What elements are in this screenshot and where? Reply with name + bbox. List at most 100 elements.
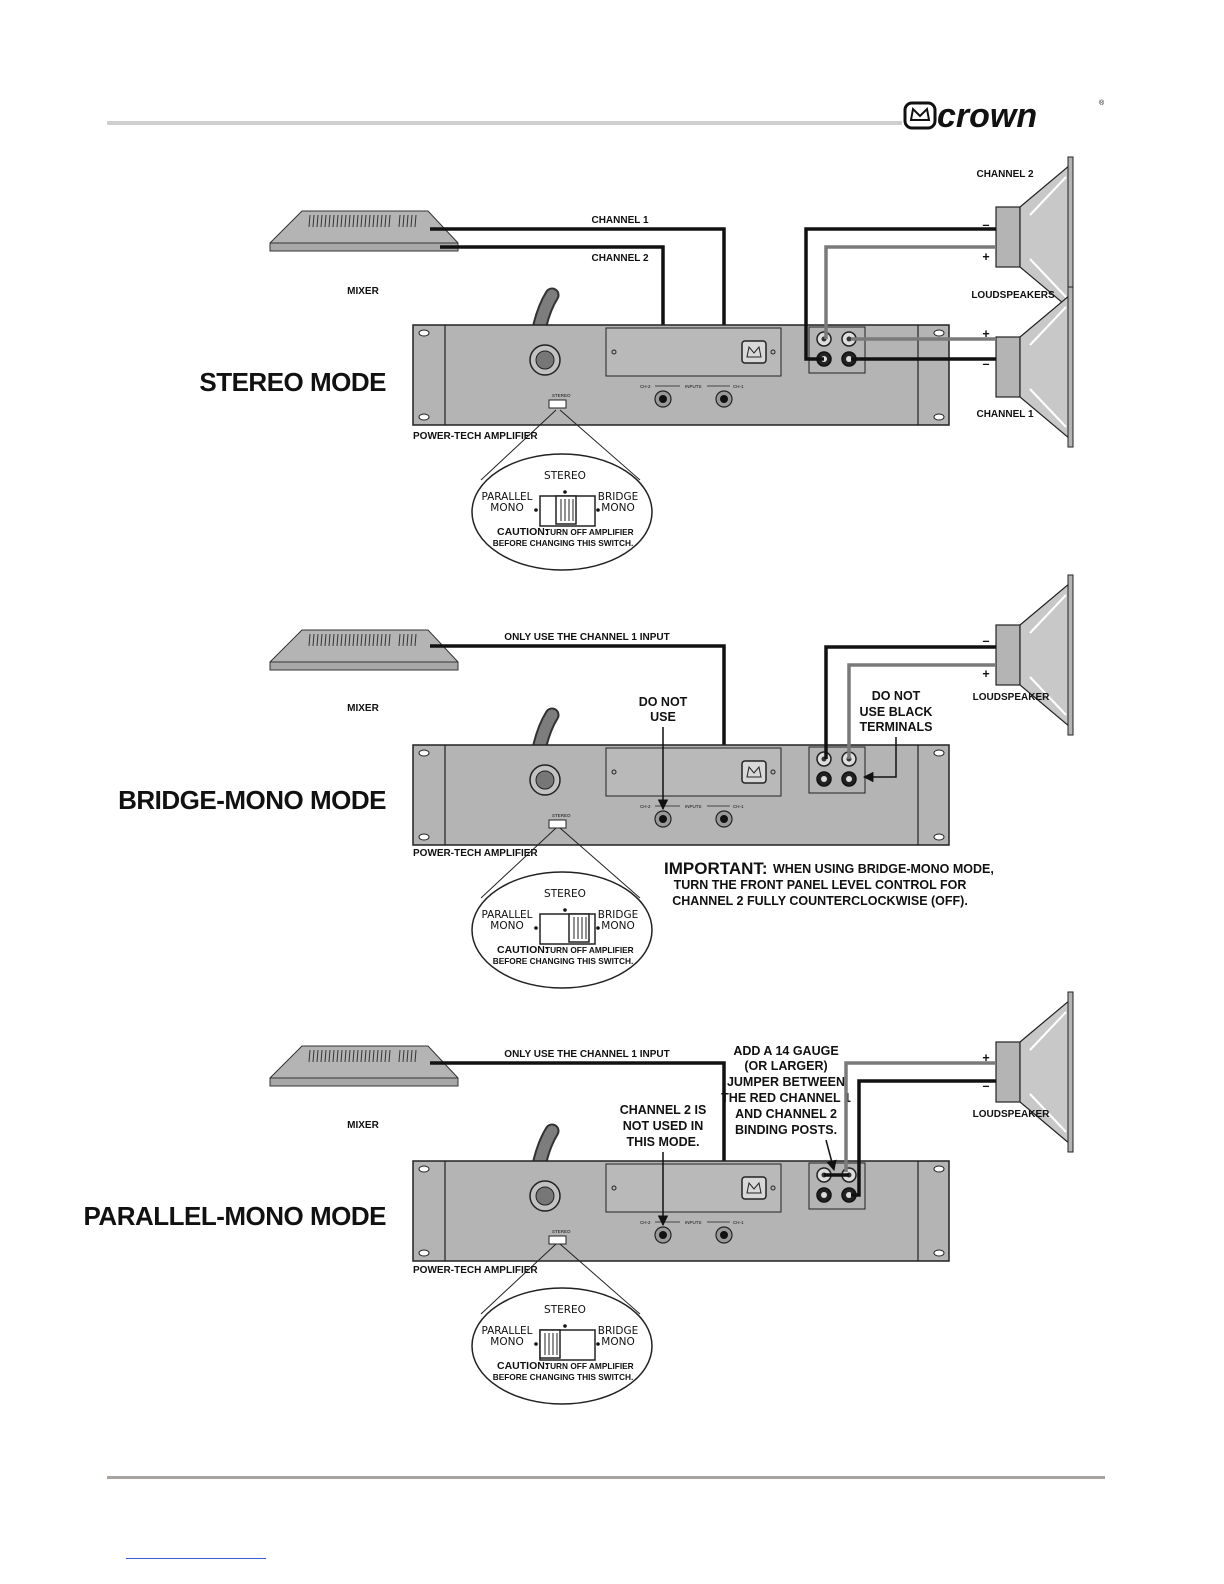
svg-text:INPUTS: INPUTS [685,804,702,809]
svg-text:TURN THE FRONT PANEL LEVEL CON: TURN THE FRONT PANEL LEVEL CONTROL FOR [674,878,967,892]
registered-mark: ® [1099,99,1105,107]
footer-link-line [126,1558,266,1559]
stereo-section: MIXER CHANNEL 1 CHANNEL 2 CH-2 INPUTS CH… [199,156,1074,571]
mixer-icon [269,1045,459,1087]
svg-text:TURN OFF AMPLIFIER: TURN OFF AMPLIFIER [545,527,634,537]
svg-text:BEFORE CHANGING THIS SWITCH.: BEFORE CHANGING THIS SWITCH. [493,1372,634,1382]
svg-text:CAUTION:: CAUTION: [497,526,548,538]
mixer-icon [269,210,459,252]
svg-text:MONO: MONO [601,502,634,514]
footer-rule [107,1476,1105,1479]
input-note: ONLY USE THE CHANNEL 1 INPUT [504,632,669,643]
svg-text:STEREO: STEREO [552,393,571,398]
svg-text:PARALLEL: PARALLEL [481,909,532,921]
svg-text:+: + [982,250,989,264]
svg-text:INPUTS: INPUTS [685,384,702,389]
svg-text:INPUTS: INPUTS [685,1220,702,1225]
input-note: ONLY USE THE CHANNEL 1 INPUT [504,1049,669,1060]
svg-text:STEREO: STEREO [552,813,571,818]
speaker-icon [995,574,1074,736]
svg-text:TURN OFF AMPLIFIER: TURN OFF AMPLIFIER [545,945,634,955]
svg-text:PARALLEL: PARALLEL [481,1325,532,1337]
svg-text:STEREO: STEREO [552,1229,571,1234]
loudspeakers-label: LOUDSPEAKERS [971,290,1055,301]
svg-text:CH-1: CH-1 [733,804,744,809]
svg-text:CH-1: CH-1 [733,1220,744,1225]
svg-text:BRIDGE: BRIDGE [598,909,638,921]
speaker-icon [995,991,1074,1153]
svg-text:STEREO: STEREO [544,470,586,482]
svg-text:THE RED CHANNEL 1: THE RED CHANNEL 1 [721,1091,851,1105]
svg-text:BRIDGE: BRIDGE [598,1325,638,1337]
parallel-mode-title: PARALLEL-MONO MODE [84,1201,387,1231]
mixer-label: MIXER [347,1120,379,1131]
svg-text:(OR LARGER): (OR LARGER) [744,1059,827,1073]
svg-text:CH-1: CH-1 [733,384,744,389]
header-rule [107,121,902,125]
amplifier-label: POWER-TECH AMPLIFIER [413,431,538,442]
svg-text:+: + [982,327,989,341]
svg-text:MONO: MONO [490,502,523,514]
svg-text:MONO: MONO [601,920,634,932]
amplifier-icon [412,744,950,846]
speaker-channel1-label: CHANNEL 1 [976,409,1033,420]
mixer-label: MIXER [347,286,379,297]
svg-text:USE: USE [650,710,676,724]
svg-text:CHANNEL 2 FULLY COUNTERCLOCKWI: CHANNEL 2 FULLY COUNTERCLOCKWISE (OFF). [672,894,968,908]
loudspeaker-label: LOUDSPEAKER [973,692,1050,703]
svg-text:PARALLEL: PARALLEL [481,491,532,503]
svg-text:CH-2: CH-2 [640,384,651,389]
svg-text:TURN OFF AMPLIFIER: TURN OFF AMPLIFIER [545,1361,634,1371]
svg-text:–: – [983,218,990,232]
mixer-icon [269,629,459,671]
stereo-mode-title: STEREO MODE [199,367,386,397]
switch-slider-parallel [539,1329,561,1359]
svg-text:STEREO: STEREO [544,1304,586,1316]
svg-text:TERMINALS: TERMINALS [860,720,933,734]
amplifier-label: POWER-TECH AMPLIFIER [413,848,538,859]
switch-slider-bridge [568,913,590,943]
svg-text:DO NOT: DO NOT [872,689,921,703]
switch-slider-stereo [555,495,577,525]
svg-text:CAUTION:: CAUTION: [497,944,548,956]
svg-text:–: – [983,1079,990,1093]
svg-text:CHANNEL 2 IS: CHANNEL 2 IS [620,1103,707,1117]
bridge-mode-title: BRIDGE-MONO MODE [118,785,386,815]
svg-text:BEFORE CHANGING THIS SWITCH.: BEFORE CHANGING THIS SWITCH. [493,538,634,548]
svg-text:MONO: MONO [490,1336,523,1348]
mixer-label: MIXER [347,703,379,714]
amplifier-label: POWER-TECH AMPLIFIER [413,1265,538,1276]
svg-text:STEREO: STEREO [544,888,586,900]
svg-text:+: + [982,1051,989,1065]
svg-text:JUMPER BETWEEN: JUMPER BETWEEN [727,1075,845,1089]
svg-text:–: – [983,357,990,371]
svg-text:+: + [982,667,989,681]
loudspeaker-label: LOUDSPEAKER [973,1109,1050,1120]
channel2-label: CHANNEL 2 [591,253,648,264]
crown-logo: crown ® [903,97,1105,135]
svg-text:MONO: MONO [490,920,523,932]
svg-text:ADD A 14 GAUGE: ADD A 14 GAUGE [733,1044,838,1058]
svg-text:CH-2: CH-2 [640,804,651,809]
important-note: IMPORTANT: [664,859,768,878]
svg-text:USE BLACK: USE BLACK [860,705,933,719]
svg-text:THIS MODE.: THIS MODE. [627,1135,700,1149]
svg-text:CAUTION:: CAUTION: [497,1360,548,1372]
channel1-label: CHANNEL 1 [591,215,648,226]
svg-text:NOT USED IN: NOT USED IN [623,1119,704,1133]
svg-text:WHEN USING BRIDGE-MONO MODE,: WHEN USING BRIDGE-MONO MODE, [773,862,994,876]
svg-text:BINDING POSTS.: BINDING POSTS. [735,1123,837,1137]
svg-text:AND CHANNEL 2: AND CHANNEL 2 [735,1107,837,1121]
speaker-channel1-icon [995,286,1074,448]
speaker-channel2-label: CHANNEL 2 [976,169,1033,180]
brand-name: crown [937,97,1037,135]
amplifier-icon [412,1160,950,1262]
svg-text:MONO: MONO [601,1336,634,1348]
svg-text:–: – [983,634,990,648]
svg-text:BRIDGE: BRIDGE [598,491,638,503]
bridge-mono-section: MIXER ONLY USE THE CHANNEL 1 INPUT CH-2 … [118,574,1074,989]
svg-text:DO NOT: DO NOT [639,695,688,709]
parallel-mono-section: MIXER ONLY USE THE CHANNEL 1 INPUT CH-2 … [84,991,1074,1405]
svg-text:BEFORE CHANGING THIS SWITCH.: BEFORE CHANGING THIS SWITCH. [493,956,634,966]
